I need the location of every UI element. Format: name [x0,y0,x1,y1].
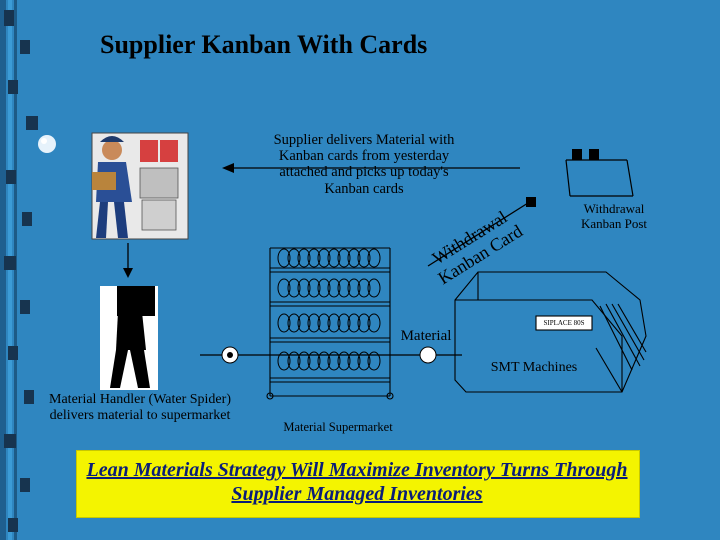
smt-machines-label: SMT Machines [490,360,578,375]
bullet-icon [38,135,56,153]
material-label: Material [400,328,452,344]
handler-arrow [123,243,133,278]
material-flow-line [200,346,462,364]
page-title: Supplier Kanban With Cards [100,30,428,59]
machine-model-label: SIPLACE 80S [543,319,585,327]
caption-text: Lean Materials Strategy Will Maximize In… [86,459,628,505]
bullet-decoration [4,10,38,532]
caption-box [76,450,640,518]
kanban-post-icon [565,149,634,197]
supplier-person-icon [91,132,189,240]
supplier-delivery-label: Supplier delivers Material with Kanban c… [273,132,455,197]
handler-label: Material Handler (Water Spider) delivers… [49,392,231,423]
delivery-arrow [222,163,520,173]
withdrawal-post-label: Withdrawal Kanban Post [580,201,648,231]
supermarket-rack-icon [266,247,394,400]
smt-machine-icon [454,271,647,393]
withdrawal-card-line [427,197,536,267]
material-handler-icon [100,286,158,390]
supermarket-label: Material Supermarket [283,420,393,434]
